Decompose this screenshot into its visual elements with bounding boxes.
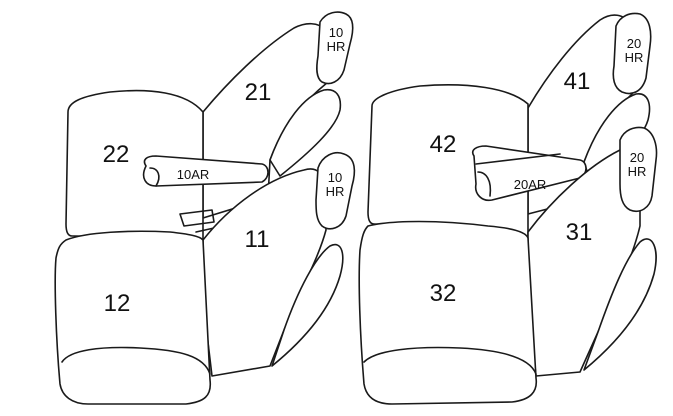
right-armrest-inner	[475, 153, 561, 165]
right-seat-cushion-front	[363, 346, 537, 375]
left-rear-headrest-label-2: HR	[327, 39, 346, 54]
right-seatback-31-label: 31	[566, 219, 593, 246]
right-seatback-42-label: 42	[430, 131, 457, 158]
right-rear-seatback-label: 41	[564, 68, 591, 95]
left-armrest-end	[149, 167, 160, 187]
right-rear-headrest-label-2: HR	[625, 50, 644, 65]
right-front-headrest-label-2: HR	[628, 164, 647, 179]
left-rear-headrest-label-1: 10	[329, 25, 343, 40]
left-armrest	[142, 155, 269, 187]
left-rear-bolster	[269, 88, 342, 177]
left-front-headrest	[315, 152, 356, 230]
right-rear-headrest-label-1: 20	[627, 36, 641, 51]
right-seatback-31-bolster	[583, 238, 657, 371]
right-armrest-end	[477, 171, 492, 197]
left-rear-seatback-label: 21	[245, 79, 272, 106]
left-seat-cushion-front	[61, 346, 211, 375]
left-seatback-11-label: 11	[245, 226, 270, 253]
left-armrest-hinge	[179, 209, 215, 233]
right-front-headrest	[619, 126, 658, 212]
right-seat-cushion	[358, 220, 538, 405]
right-seat-cushion-label: 32	[430, 280, 457, 307]
right-front-headrest-label-1: 20	[630, 150, 644, 165]
right-armrest	[471, 145, 587, 202]
left-armrest-label: 10AR	[177, 167, 210, 182]
left-seatback-22-label: 22	[103, 141, 130, 168]
left-seatback-11-bolster	[271, 243, 344, 367]
right-armrest-label: 20AR	[514, 177, 547, 192]
left-seat-group: 10 HR 22 21 10AR 11 10 HR 12	[54, 11, 356, 405]
left-seat-cushion	[54, 230, 212, 405]
right-rear-headrest	[612, 12, 652, 95]
left-seat-cushion-label: 12	[104, 290, 131, 317]
right-seat-group: 20 HR 41 42 20AR 31 20 HR 32	[358, 12, 658, 405]
left-front-headrest-label-2: HR	[326, 184, 345, 199]
left-rear-headrest	[316, 11, 354, 85]
left-front-headrest-label-1: 10	[328, 170, 342, 185]
